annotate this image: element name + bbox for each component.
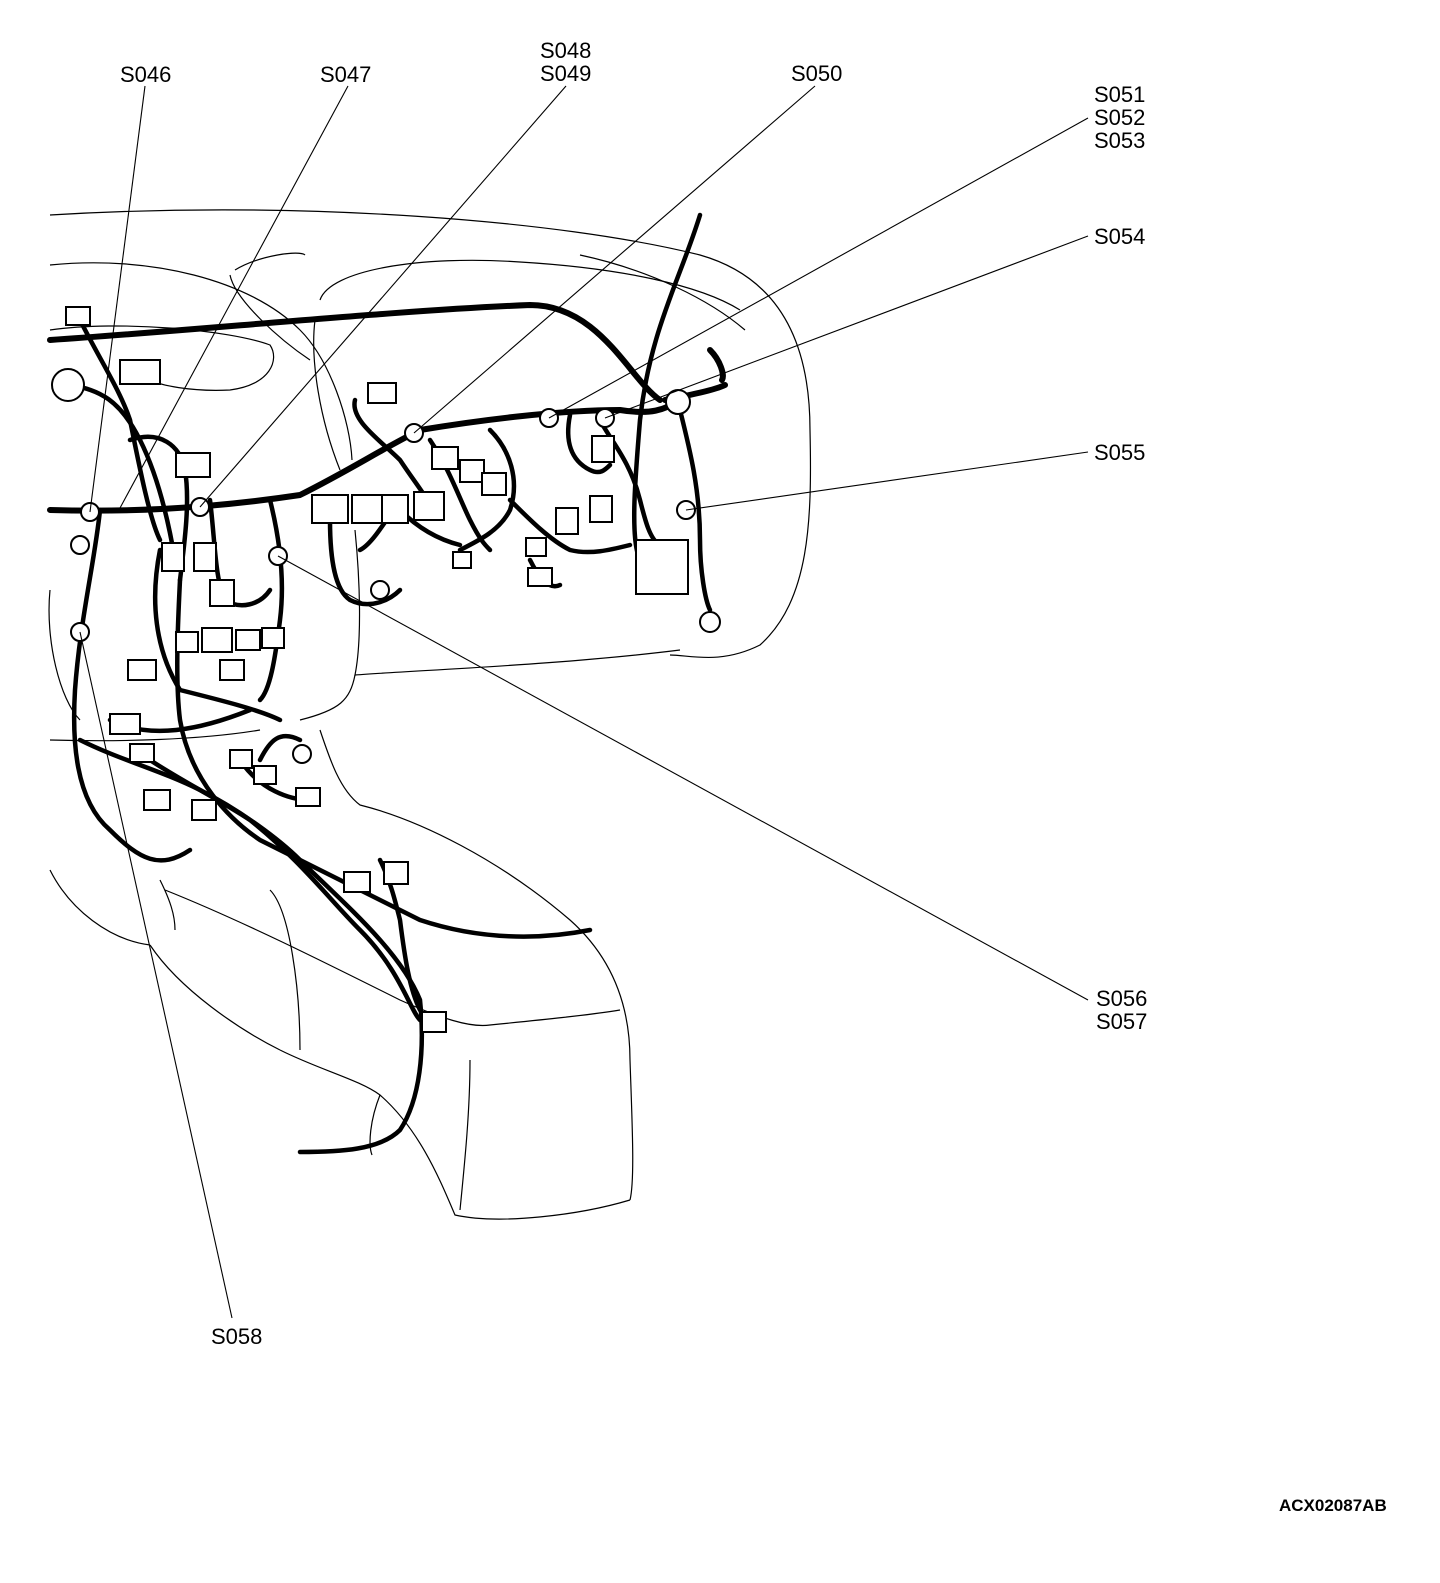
dashboard-outline bbox=[48, 209, 812, 1220]
label-s047: S047 bbox=[320, 63, 371, 86]
label-s057-text: S057 bbox=[1096, 1009, 1148, 1034]
leader-lines bbox=[79, 85, 1089, 1319]
label-s058: S058 bbox=[211, 1325, 262, 1348]
label-s051-text: S051 bbox=[1094, 82, 1146, 107]
label-s047-text: S047 bbox=[320, 62, 372, 87]
label-s051-s053: S051 S052 S053 bbox=[1094, 83, 1145, 152]
label-s046-text: S046 bbox=[120, 62, 172, 87]
label-s050: S050 bbox=[791, 62, 842, 85]
label-s056-s057: S056 S057 bbox=[1096, 987, 1147, 1033]
label-s056-text: S056 bbox=[1096, 986, 1148, 1011]
label-s050-text: S050 bbox=[791, 61, 843, 86]
harness-wires bbox=[47, 212, 728, 1155]
label-s055-text: S055 bbox=[1094, 440, 1146, 465]
label-s052-text: S052 bbox=[1094, 105, 1146, 130]
label-s054: S054 bbox=[1094, 225, 1145, 248]
label-s048-s049: S048 S049 bbox=[540, 39, 591, 85]
label-s048-text: S048 bbox=[540, 38, 592, 63]
label-s058-text: S058 bbox=[211, 1324, 263, 1349]
figure-code: ACX02087AB bbox=[1279, 1496, 1387, 1515]
splice-points bbox=[51, 368, 721, 764]
label-s055: S055 bbox=[1094, 441, 1145, 464]
harness-connectors bbox=[65, 306, 689, 1033]
label-s054-text: S054 bbox=[1094, 224, 1146, 249]
label-s046: S046 bbox=[120, 63, 171, 86]
label-s049-text: S049 bbox=[540, 61, 592, 86]
label-s053-text: S053 bbox=[1094, 128, 1146, 153]
